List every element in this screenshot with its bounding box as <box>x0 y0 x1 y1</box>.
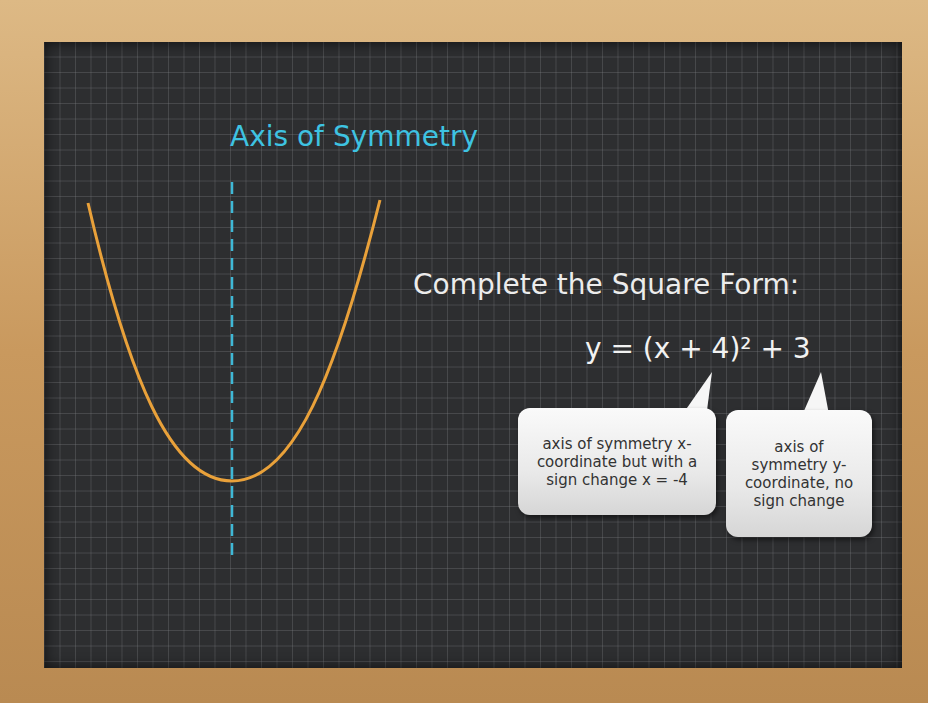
axis-heading: Axis of Symmetry <box>230 120 478 154</box>
axis-line <box>231 182 234 562</box>
callout-bubble: axis of symmetry y-coordinate, no sign c… <box>726 410 872 537</box>
equation: y = (x + 4)² + 3 <box>585 332 811 366</box>
callout-bubble: axis of symmetry x-coordinate but with a… <box>518 408 716 515</box>
form-heading: Complete the Square Form: <box>413 268 799 302</box>
callout-text: axis of symmetry x-coordinate but with a… <box>528 435 706 489</box>
parabola-curve <box>88 200 380 481</box>
callout-text: axis of symmetry y-coordinate, no sign c… <box>736 438 862 510</box>
